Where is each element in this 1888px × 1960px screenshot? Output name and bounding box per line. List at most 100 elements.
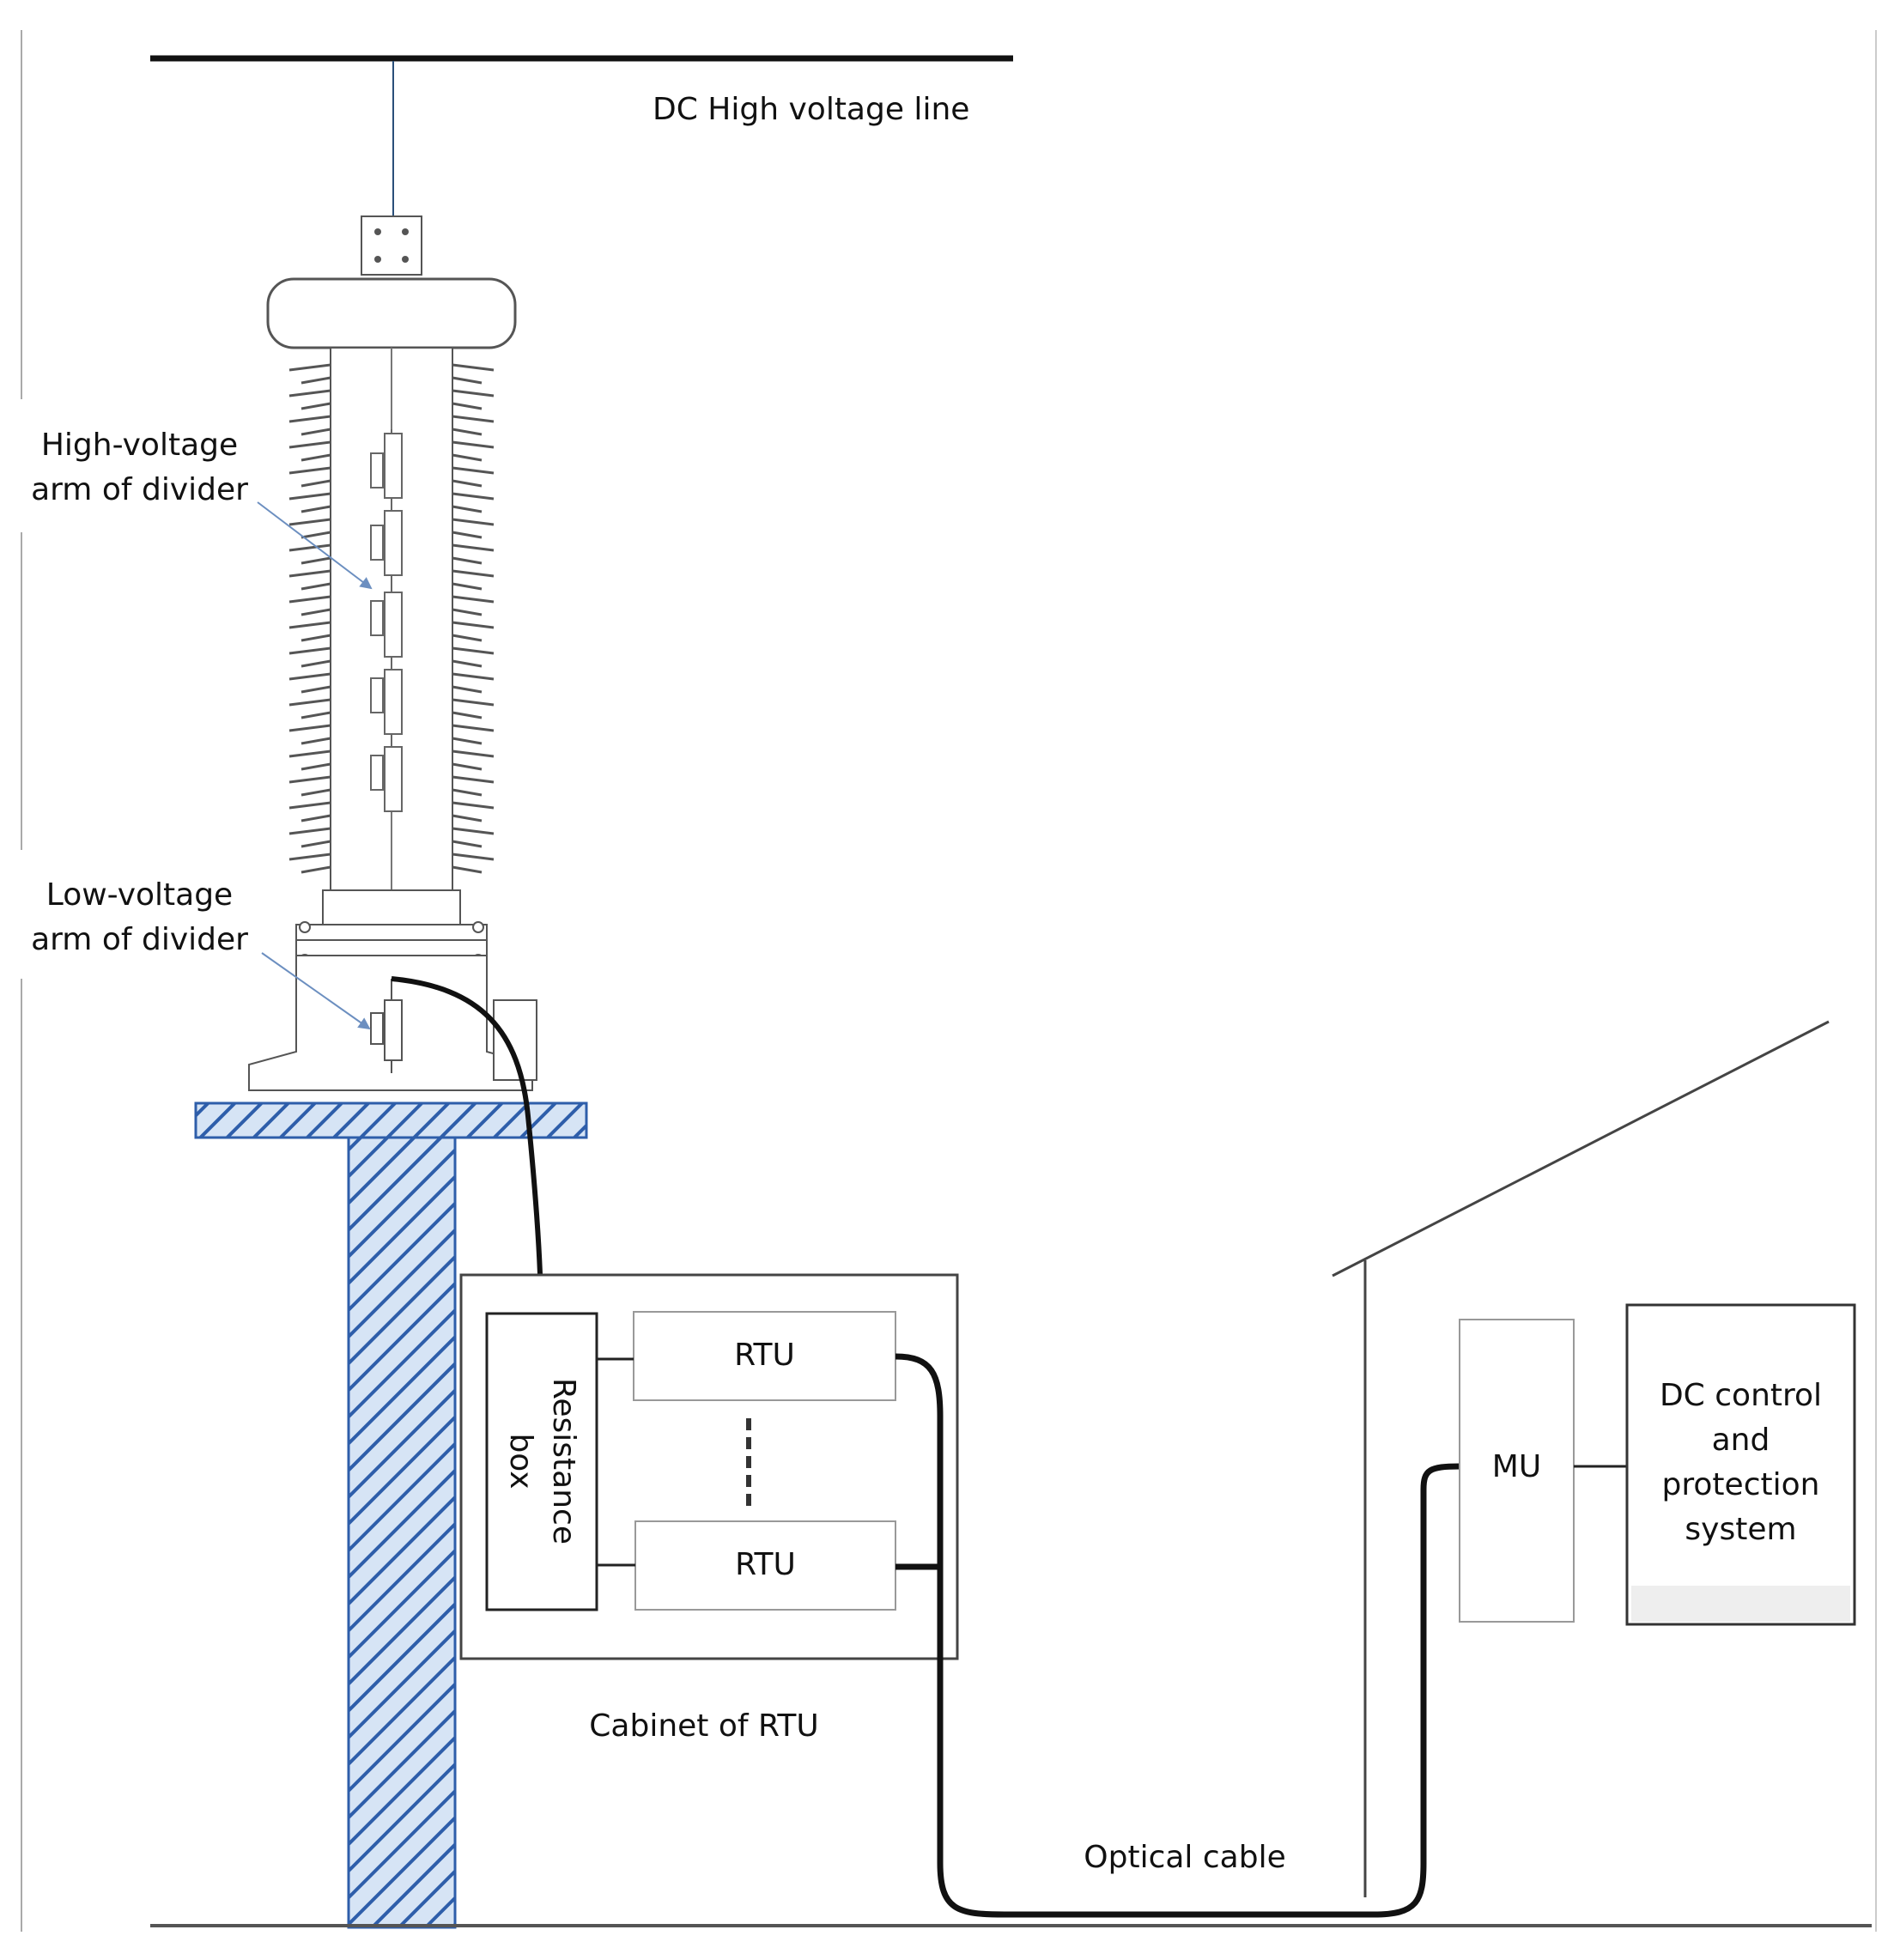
resistance-box-label-line1: Resistance [546,1378,581,1544]
shed-right [452,749,495,758]
shed-left [288,518,331,526]
shed-left [288,492,331,501]
grading-ring [266,277,517,349]
shed-right [452,440,495,449]
hv-arm-arrow [257,501,373,590]
optical-cable [895,1353,1460,1918]
shed-right [452,659,483,668]
shed-left [288,363,331,372]
shed-right [452,402,483,410]
shed-right [452,646,495,655]
shed-right [452,543,495,552]
shed-right [452,737,483,745]
shed-right [452,518,495,526]
shed-right [452,698,495,707]
shed-left [301,505,331,513]
dc-line-label: DC High voltage line [653,92,970,127]
shed-right [452,608,483,616]
shed-left [301,840,331,848]
shed-right [452,788,483,797]
shed-left [288,853,331,861]
cabinet-label: Cabinet of RTU [589,1708,819,1744]
lv-arm-label-line2: arm of divider [31,922,248,957]
hv-arm-label-line1: High-voltage [40,428,239,463]
top-connector-clamp [361,215,422,276]
resistance-box [485,1312,598,1611]
shed-right [452,672,495,681]
shed-left [288,595,331,604]
lv-arm-housing [248,955,537,1091]
shed-left [301,659,331,668]
shed-right [452,415,495,423]
dc-control-label-line2: and [1711,1423,1770,1458]
shed-right [452,853,495,861]
shed-left [301,402,331,410]
shed-right [452,801,495,810]
shed-left [288,724,331,732]
shed-left [301,634,331,642]
insulator-flange [295,889,488,966]
shed-left [288,466,331,475]
shed-left [301,711,331,719]
shed-right [452,389,495,397]
frame-lines [21,30,1877,1932]
dc-control-label-line4: system [1685,1512,1797,1547]
shed-right [452,556,483,565]
hv-divider-components [370,429,403,812]
dc-control-label: DC control and protection system [1627,1374,1855,1552]
shed-right [452,505,483,513]
shed-right [452,685,483,694]
hv-arm-label-line2: arm of divider [31,472,248,507]
signal-cable [391,976,543,1314]
support-pole [347,1136,457,1929]
dc-control-box [1625,1303,1856,1626]
shed-left [301,531,331,539]
mounting-platform [194,1101,588,1139]
shed-right [452,775,495,784]
shed-right [452,621,495,629]
shed-right [452,376,483,385]
dc-control-box-shade [1631,1586,1850,1622]
shed-left [288,543,331,552]
shed-right [452,363,495,372]
shed-right [452,724,495,732]
rtu-bottom-label: RTU [735,1547,796,1582]
shed-left [301,453,331,462]
shed-right [452,466,495,475]
optical-cable-label: Optical cable [1084,1840,1286,1875]
rtu-top-label: RTU [734,1338,795,1373]
shed-left [301,814,331,822]
shed-left [301,685,331,694]
shed-left [288,827,331,835]
shed-left [301,762,331,771]
shed-right [452,634,483,642]
shed-left [288,621,331,629]
shed-right [452,531,483,539]
shed-left [288,646,331,655]
shed-right [452,428,483,436]
shed-left [288,569,331,578]
shed-left [301,582,331,591]
mu-label: MU [1491,1449,1542,1484]
shed-left [288,440,331,449]
shed-right [452,865,483,874]
shed-right [452,569,495,578]
shed-right [452,814,483,822]
shed-right [452,840,483,848]
shed-left [301,788,331,797]
shed-left [301,479,331,488]
shed-right [452,453,483,462]
shed-left [301,608,331,616]
shed-left [288,749,331,758]
dc-control-label-line1: DC control [1659,1378,1823,1413]
shed-right [452,827,495,835]
shed-right [452,711,483,719]
lv-arm-label-line1: Low-voltage [46,877,234,913]
shed-left [288,415,331,423]
shed-right [452,762,483,771]
shed-left [288,775,331,784]
building-roof [1332,1020,1830,1277]
resistance-box-label: Resistance box [499,1332,585,1590]
shed-right [452,479,483,488]
